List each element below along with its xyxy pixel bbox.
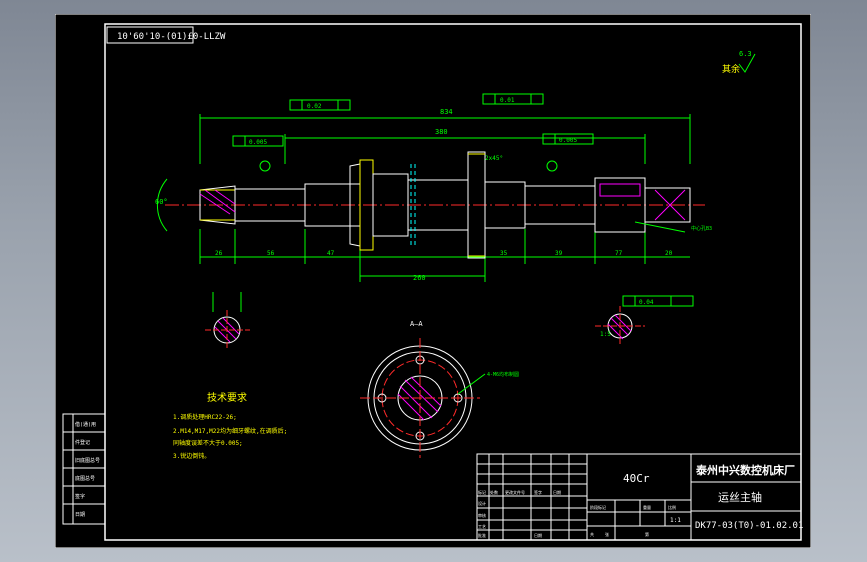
side-item-2: 旧底图总号 [75, 457, 100, 464]
row-check: 审核 [478, 512, 486, 518]
dim-overall: 834 [440, 108, 453, 116]
leader-key-note [634, 221, 686, 233]
roughness-note: 其余 [722, 63, 740, 75]
key-note: 中心孔B3 [691, 225, 712, 232]
top-code-box [106, 26, 194, 44]
side-item-3: 底图总号 [75, 475, 95, 482]
roughness-symbol [738, 53, 756, 73]
row-approve: 批准 [478, 532, 486, 538]
dim-angle: 60° [155, 198, 168, 206]
dim-seg-a: 26 [215, 250, 223, 257]
tol-2: 0.01 [500, 97, 515, 104]
row-date: 日期 [534, 532, 542, 538]
side-item-1: 件登记 [75, 439, 90, 446]
datum-a-right [546, 160, 558, 172]
dim-mid: 380 [435, 128, 448, 136]
hdr-stage: 阶段标记 [590, 504, 606, 510]
dim-seg-f: 77 [615, 250, 623, 257]
right-section-view [595, 306, 645, 346]
material: 40Cr [623, 472, 650, 485]
tol-4: 0.005 [559, 137, 577, 144]
tech-req-item-1: 2.M14,M17,M22均为细牙螺纹,在调质后; [173, 427, 287, 435]
inner-border [104, 23, 802, 541]
tol-3: 0.005 [249, 139, 267, 146]
hdr-count: 处数 [490, 489, 498, 495]
bolt-ratio: 1:5 [600, 331, 611, 338]
tech-req-item-2: 同轴度误差不大于0.005; [173, 439, 243, 447]
sheets-total: 共 [590, 531, 594, 537]
part-name: 运丝主轴 [718, 490, 762, 504]
tol-1: 0.02 [307, 103, 322, 110]
dim-seg-g: 20 [665, 250, 673, 257]
hdr-weight: 重量 [643, 504, 651, 510]
top-code-text: 10'60'10-(01)£0-LLZW [117, 32, 226, 42]
tech-req-item-3: 3.锐边倒钝。 [173, 452, 210, 460]
dim-bottom: 260 [413, 274, 426, 282]
sheets-unit: 张 [605, 531, 609, 537]
sheets-of: 第 [645, 531, 649, 537]
shaft-main-view [165, 151, 705, 259]
dim-seg-c: 47 [327, 250, 335, 257]
hdr-date: 日期 [553, 489, 561, 495]
section-note: 4-M6均布制圆 [487, 371, 519, 378]
title-block [476, 453, 802, 541]
tech-req-title: 技术要求 [207, 391, 247, 404]
flange-section-view [360, 338, 486, 458]
datum-a-left [259, 160, 271, 172]
company-name: 泰州中兴数控机床厂 [695, 463, 795, 477]
hdr-change: 更改文件号 [505, 489, 525, 495]
dimension-lines [199, 114, 691, 282]
side-item-5: 日期 [75, 512, 85, 518]
hdr-mark: 标记 [478, 489, 486, 495]
section-label: A—A [410, 320, 423, 328]
row-craft: 工艺 [478, 524, 486, 529]
left-section-view [205, 292, 250, 350]
angle-arc [156, 178, 168, 232]
row-design: 设计 [478, 500, 486, 506]
dim-seg-b: 56 [267, 250, 275, 257]
side-item-4: 签字 [75, 493, 85, 500]
dim-seg-e: 39 [555, 250, 563, 257]
drawing-svg: 10'60'10-(01)£0-LLZW 借(通)用 件登记 旧底图总号 底图总… [54, 13, 812, 549]
roughness-value: 6.3 [739, 50, 752, 58]
tol-5: 0.04 [639, 299, 654, 306]
side-item-0: 借(通)用 [75, 421, 96, 428]
scale-value: 1:1 [670, 517, 681, 524]
hdr-ratio: 比例 [668, 504, 676, 510]
tech-req-item-0: 1.调质处理HRC22-26; [173, 413, 237, 421]
dim-chamfer: 2x45° [485, 155, 503, 162]
side-panel: 借(通)用 件登记 旧底图总号 底图总号 签字 日期 [62, 413, 106, 525]
cad-drawing-canvas: 10'60'10-(01)£0-LLZW 借(通)用 件登记 旧底图总号 底图总… [54, 13, 812, 549]
hdr-sign: 签字 [534, 489, 542, 495]
drawing-number: DK77-03(T0)-01.02.01 [695, 521, 803, 531]
dim-seg-d: 35 [500, 250, 508, 257]
tolerance-frames [232, 93, 694, 307]
